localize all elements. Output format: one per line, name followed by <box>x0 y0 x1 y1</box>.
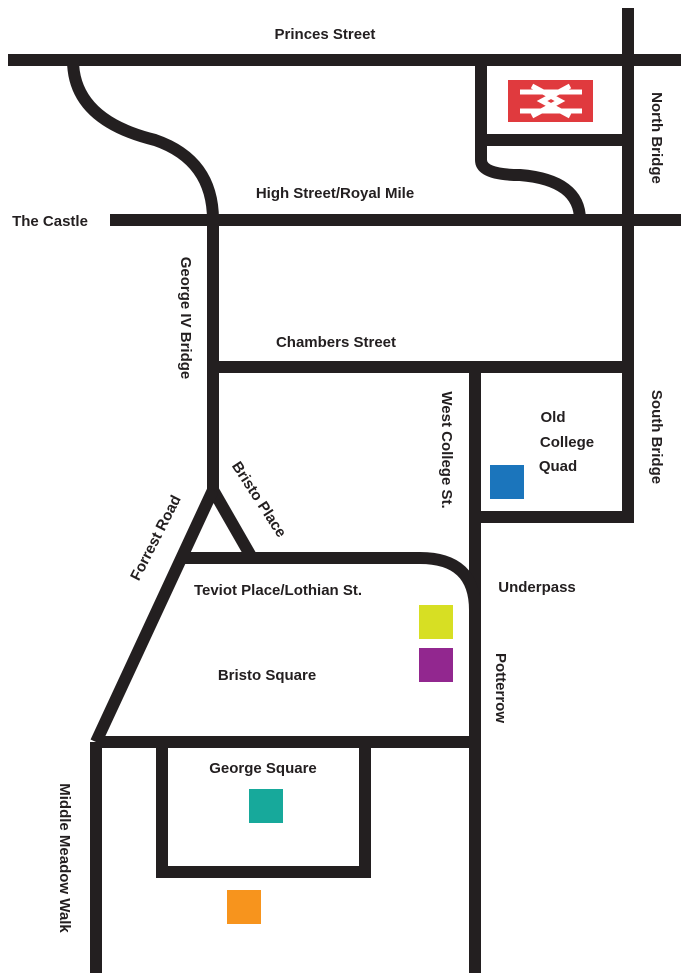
purple-location-marker[interactable] <box>419 648 453 682</box>
george-iv-bridge-label: George IV Bridge <box>177 257 194 380</box>
old-college-label-line2: College <box>540 434 594 451</box>
forrest-road-road <box>90 487 219 745</box>
north-bridge-label: North Bridge <box>648 92 665 184</box>
george-square-label: George Square <box>209 760 317 777</box>
railway-station-icon <box>508 80 593 122</box>
road-network <box>8 8 681 973</box>
high-street-label: High Street/Royal Mile <box>256 185 414 202</box>
princes-street-label: Princes Street <box>275 26 376 43</box>
yellow-green-location-marker[interactable] <box>419 605 453 639</box>
mound-curve-road <box>67 59 219 221</box>
george-square-loop-road <box>156 742 371 878</box>
bristo-place-road <box>207 487 258 561</box>
west-college-st-label: West College St. <box>438 391 455 508</box>
middle-meadow-walk-label: Middle Meadow Walk <box>56 783 73 933</box>
south-bridge-label: South Bridge <box>648 390 665 484</box>
blue-location-marker[interactable] <box>490 465 524 499</box>
teal-location-marker[interactable] <box>249 789 283 823</box>
bristo-square-label: Bristo Square <box>218 667 316 684</box>
orange-location-marker[interactable] <box>227 890 261 924</box>
station-loop-road <box>475 60 586 221</box>
teviot-place-road <box>180 552 481 611</box>
chambers-street-label: Chambers Street <box>276 334 396 351</box>
teviot-place-label: Teviot Place/Lothian St. <box>194 582 362 599</box>
old-college-label-line1: Old <box>541 409 566 426</box>
the-castle-label: The Castle <box>12 213 88 230</box>
potterrow-label: Potterrow <box>492 653 509 723</box>
underpass-label: Underpass <box>498 579 576 596</box>
old-college-label-line3: Quad <box>539 458 577 475</box>
